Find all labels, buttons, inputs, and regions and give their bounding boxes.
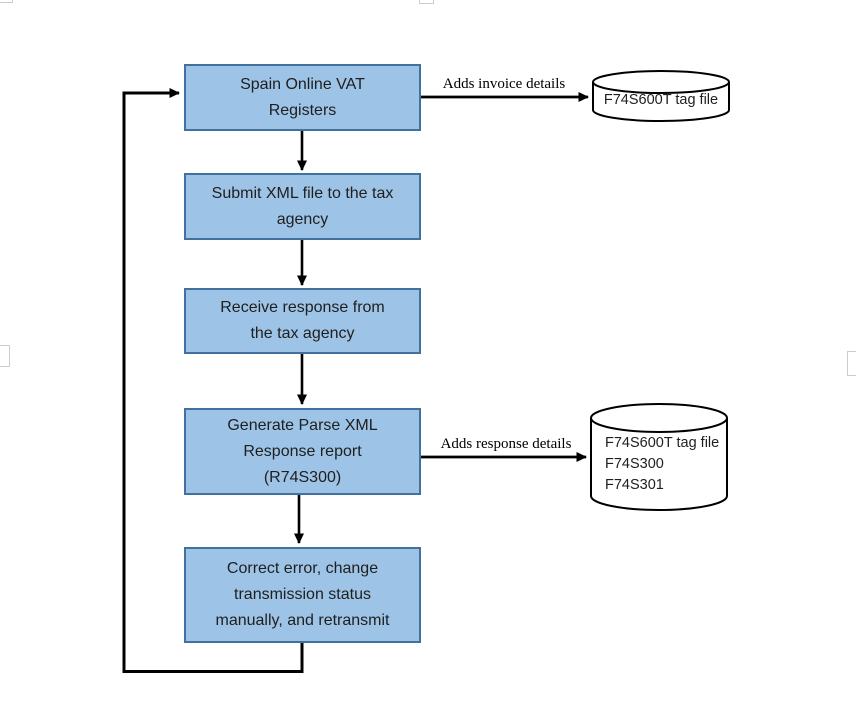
resize-handle-top-left (0, 0, 13, 3)
datastore-invoice-tag-file: F74S600T tag file (592, 70, 730, 122)
datastore-label: F74S600T tag file F74S300 F74S301 (605, 433, 724, 496)
process-box-label: Correct error, change (226, 560, 379, 577)
process-box-label: Registers (268, 101, 337, 119)
process-box-label: manually, and retransmit (215, 612, 390, 629)
datastore-label: F74S600T tag file (592, 82, 730, 118)
process-box-correct-error-retransmit: Correct error, change transmission statu… (184, 547, 421, 643)
process-box-label: the tax agency (250, 325, 355, 342)
datastore-response-tables: F74S600T tag file F74S300 F74S301 (590, 403, 728, 511)
connector-retransmit-loop (122, 88, 304, 673)
edge-label-adds-response-details: Adds response details (440, 436, 572, 452)
cylinder-shape (592, 70, 730, 122)
process-box-label: Generate Parse XML (227, 416, 378, 434)
process-box-label: Response report (243, 442, 362, 460)
process-box-generate-parse-xml-report: Generate Parse XML Response report (R74S… (184, 408, 421, 495)
datastore-label-line: F74S300 (605, 456, 664, 472)
resize-handle-left-middle (0, 345, 10, 367)
process-box-label: Spain Online VAT (240, 75, 365, 93)
process-box-label: Submit XML file to the tax (211, 184, 394, 202)
process-box-receive-response: Receive response from the tax agency (184, 288, 421, 354)
process-box-label: transmission status (234, 586, 371, 603)
process-box-spain-online-vat-registers: Spain Online VAT Registers (184, 64, 421, 131)
process-box-label: (R74S300) (263, 468, 342, 486)
edge-label-adds-invoice-details: Adds invoice details (442, 76, 566, 92)
resize-handle-top-center (419, 0, 434, 4)
process-box-label: Receive response from (220, 299, 385, 316)
resize-handle-right-middle (847, 351, 856, 376)
datastore-label-line: F74S600T tag file (605, 435, 720, 451)
datastore-label-line: F74S600T tag file (603, 92, 719, 108)
datastore-label-line: F74S301 (605, 477, 664, 493)
process-box-submit-xml-file: Submit XML file to the tax agency (184, 173, 421, 240)
cylinder-shape (590, 403, 728, 511)
process-box-label: agency (276, 210, 329, 228)
